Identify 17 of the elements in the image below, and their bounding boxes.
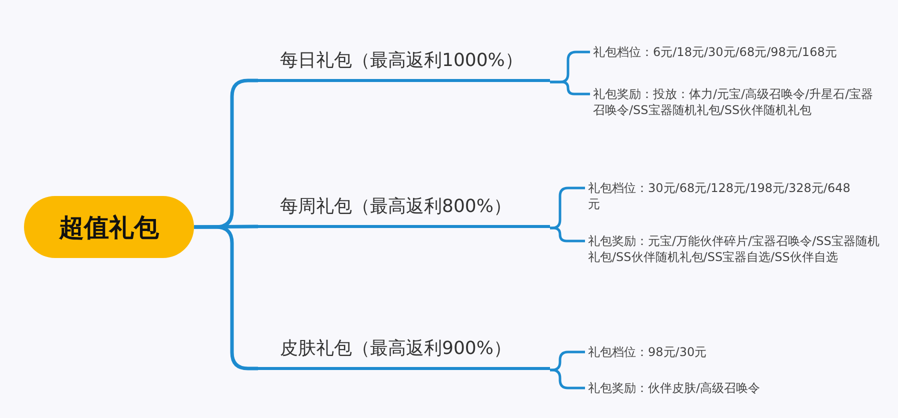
bracket-connector <box>550 80 590 96</box>
branch-label: 皮肤礼包（最高返利900%） <box>258 332 550 370</box>
bracket-connector <box>550 186 585 230</box>
bracket-connector <box>550 350 585 372</box>
detail-text: 礼包档位：98元/30元 <box>588 344 878 360</box>
bracket-connector <box>550 368 585 390</box>
bracket-connector <box>194 224 258 229</box>
detail-text: 礼包档位：30元/68元/128元/198元/328元/648元 <box>588 180 858 212</box>
detail-text: 礼包奖励：元宝/万能伙伴碎片/宝器召唤令/SS宝器随机礼包/SS伙伴随机礼包/SS宝器自选/SS伙伴自选 <box>588 233 880 265</box>
detail-text: 礼包奖励：投放：体力/元宝/高级召唤令/升星石/宝器召唤令/SS宝器随机礼包/SS伙伴随机礼包 <box>593 86 883 118</box>
bracket-connector <box>194 225 258 370</box>
topic-pill: 超值礼包 <box>24 196 194 258</box>
bracket-connector <box>550 226 585 242</box>
branch-label: 每日礼包（最高返利1000%） <box>258 44 550 82</box>
branch-label: 每周礼包（最高返利800%） <box>258 190 550 228</box>
detail-text: 礼包档位：6元/18元/30元/68元/98元/168元 <box>593 44 883 60</box>
detail-text: 礼包奖励：伙伴皮肤/高级召唤令 <box>588 380 878 396</box>
